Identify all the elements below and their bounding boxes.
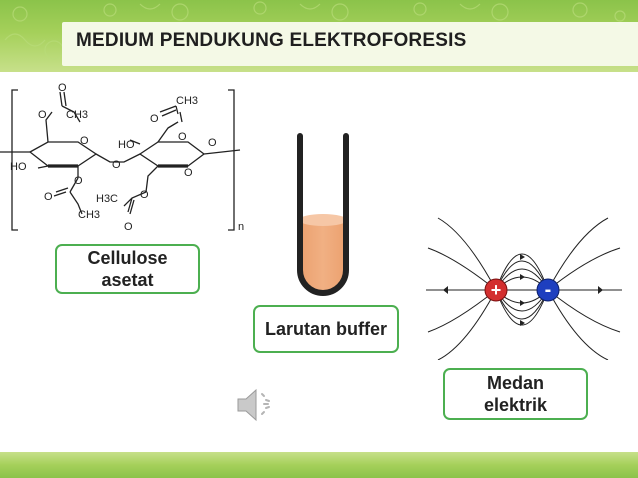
atom-label: O [74, 175, 83, 187]
negative-charge [536, 278, 560, 302]
atom-label: CH3 [66, 109, 88, 121]
atom-label: O [178, 131, 187, 143]
atom-label: O [124, 221, 133, 233]
cellulose-acetate-label: Cellulose asetat [55, 244, 200, 294]
atom-label: HO [10, 161, 27, 173]
atom-label: O [80, 135, 89, 147]
atom-label: H3C [96, 193, 118, 205]
subscript-n: n [238, 221, 244, 233]
speaker-icon[interactable] [234, 386, 278, 424]
positive-charge [484, 278, 508, 302]
electric-field-label: Medan elektrik [443, 368, 588, 420]
title-bar [62, 22, 638, 66]
atom-label: CH3 [78, 209, 100, 221]
test-tube-illustration [297, 133, 349, 296]
atom-label: O [208, 137, 217, 149]
atom-label: O [184, 167, 193, 179]
atom-label: O [58, 82, 67, 94]
atom-label: CH3 [176, 95, 198, 107]
atom-label: O [44, 191, 53, 203]
bottom-decor-band [0, 452, 638, 478]
electric-field-diagram: + - [426, 217, 622, 360]
atom-label: O [38, 109, 47, 121]
slide-title: MEDIUM PENDUKUNG ELEKTROFORESIS [76, 30, 467, 51]
buffer-solution-label: Larutan buffer [253, 305, 399, 353]
negative-symbol: - [545, 279, 552, 301]
atom-label: O [140, 189, 149, 201]
atom-label: O [150, 113, 159, 125]
floral-pattern [4, 1, 626, 60]
cellulose-acetate-structure: O O CH3 CH3 O O HO O O HO O O O O H3C CH… [0, 82, 244, 233]
test-tube-outline [297, 133, 349, 296]
atom-label: O [112, 159, 121, 171]
atom-label: HO [118, 139, 135, 151]
positive-symbol: + [491, 280, 502, 300]
